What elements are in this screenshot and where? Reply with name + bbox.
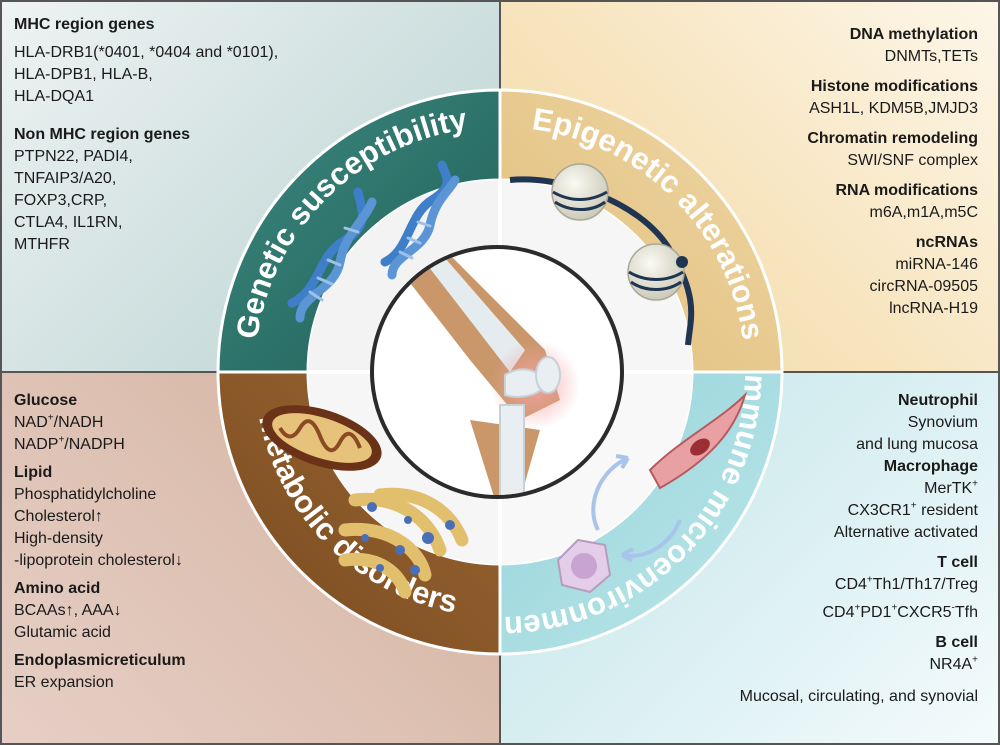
bcell-line: NR4A+ bbox=[929, 654, 978, 673]
epigenetic-text: DNA methylation DNMTs,TETs Histone modif… bbox=[807, 24, 978, 320]
histone-heading: Histone modifications bbox=[810, 78, 978, 95]
lipid-line: Phosphatidylcholine bbox=[14, 486, 157, 503]
rna-mod-heading: RNA modifications bbox=[835, 182, 978, 199]
histone-line: ASH1L, KDM5B,JMJD3 bbox=[809, 100, 978, 117]
ncrna-line: lncRNA-H19 bbox=[889, 300, 978, 317]
non-mhc-heading: Non MHC region genes bbox=[14, 126, 191, 143]
macrophage-line: Alternative activated bbox=[833, 524, 978, 541]
lipid-line: Cholesterol↑ bbox=[14, 508, 103, 525]
er-line: ER expansion bbox=[14, 674, 114, 691]
macrophage-line: CX3CR1+ resident bbox=[847, 500, 978, 519]
fibroblast-cell-icon bbox=[648, 391, 748, 490]
glucose-line: NAD+/NADH bbox=[14, 412, 104, 431]
metabolic-text: Glucose NAD+/NADH NADP+/NADPH Lipid Phos… bbox=[14, 390, 186, 694]
tcell-heading: T cell bbox=[937, 554, 978, 571]
mhc-heading: MHC region genes bbox=[14, 16, 155, 33]
ncrna-heading: ncRNAs bbox=[915, 234, 978, 251]
bcell-line: Mucosal, circulating, and synovial bbox=[739, 688, 978, 705]
amino-heading: Amino acid bbox=[14, 580, 101, 597]
neutrophil-line: and lung mucosa bbox=[856, 436, 978, 453]
ncrna-line: miRNA-146 bbox=[895, 256, 978, 273]
cycle-arrows-icon bbox=[591, 454, 682, 563]
er-heading: Endoplasmicreticulum bbox=[14, 652, 186, 669]
amino-line: Glutamic acid bbox=[14, 624, 111, 641]
non-mhc-line: TNFAIP3/A20, bbox=[14, 170, 117, 187]
ribosome-dots bbox=[361, 502, 455, 575]
non-mhc-line: FOXP3,CRP, bbox=[14, 192, 108, 209]
tcell-line: CD4+PD1+CXCR5-Tfh bbox=[822, 602, 978, 621]
ncrna-line: circRNA-09505 bbox=[869, 278, 978, 295]
mitochondrion-icon bbox=[262, 405, 382, 471]
lipid-heading: Lipid bbox=[14, 464, 53, 481]
lymphocyte-cell-icon bbox=[556, 538, 612, 594]
chromatin-line: SWI/SNF complex bbox=[847, 152, 978, 169]
genetic-text: MHC region genes HLA-DRB1(*0401, *0404 a… bbox=[14, 14, 278, 256]
chromatin-icon bbox=[509, 163, 695, 346]
immune-text: Neutrophil Synovium and lung mucosa Macr… bbox=[740, 390, 978, 708]
non-mhc-line: CTLA4, IL1RN, bbox=[14, 214, 123, 231]
bcell-heading: B cell bbox=[935, 634, 978, 651]
neutrophil-line: Synovium bbox=[907, 414, 978, 431]
mhc-line: HLA-DRB1(*0401, *0404 and *0101), bbox=[14, 44, 279, 61]
dna-methylation-line: DNMTs,TETs bbox=[884, 48, 978, 65]
macrophage-line: MerTK+ bbox=[924, 478, 978, 497]
tcell-line: CD4+Th1/Th17/Treg bbox=[834, 574, 978, 593]
glucose-heading: Glucose bbox=[14, 392, 78, 409]
knee-joint-icon bbox=[400, 255, 580, 495]
amino-line: BCAAs↑, AAA↓ bbox=[14, 602, 122, 619]
macrophage-heading: Macrophage bbox=[883, 458, 978, 475]
mhc-line: HLA-DQA1 bbox=[14, 88, 95, 105]
glucose-line: NADP+/NADPH bbox=[14, 434, 125, 453]
neutrophil-heading: Neutrophil bbox=[898, 392, 978, 409]
dna-helix-icon bbox=[380, 160, 460, 280]
non-mhc-line: MTHFR bbox=[14, 236, 70, 253]
lipid-line: High-density bbox=[14, 530, 103, 547]
dna-helix-icon bbox=[287, 187, 377, 323]
er-icon bbox=[338, 487, 469, 599]
non-mhc-line: PTPN22, PADI4, bbox=[14, 148, 133, 165]
lipid-line: -lipoprotein cholesterol↓ bbox=[14, 552, 183, 569]
chromatin-heading: Chromatin remodeling bbox=[807, 130, 978, 147]
dna-methylation-heading: DNA methylation bbox=[849, 26, 978, 43]
rna-mod-line: m6A,m1A,m5C bbox=[869, 204, 978, 221]
mhc-line: HLA-DPB1, HLA-B, bbox=[14, 66, 153, 83]
